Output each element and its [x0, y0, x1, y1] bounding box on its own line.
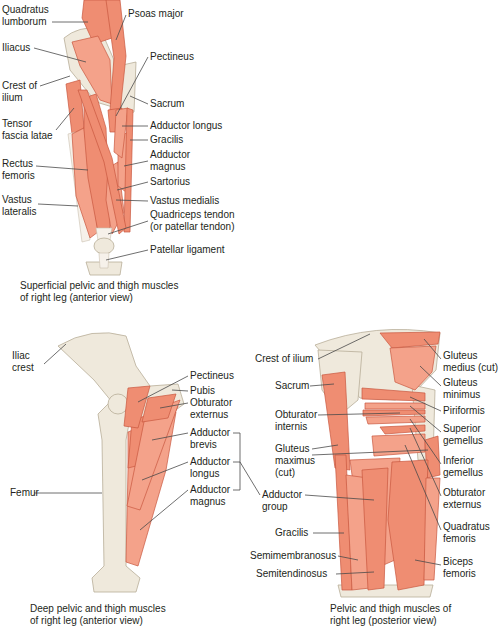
- muscle-label: Femur: [10, 487, 60, 499]
- muscle-label: Sacrum: [150, 98, 230, 110]
- muscle-label: Obturator externus: [443, 487, 500, 511]
- muscle-label: Semitendinosus: [256, 568, 346, 580]
- muscle-label: Rectus femoris: [2, 158, 47, 182]
- muscle-label: Vastus medialis: [150, 195, 250, 207]
- muscle-label: Psoas major: [128, 8, 198, 20]
- muscle-label: Adductor longus: [150, 120, 250, 132]
- muscle-label: Obturator internis: [275, 409, 325, 433]
- psoas-muscle: [106, 0, 126, 112]
- leader-lines: [305, 334, 441, 574]
- obturator-externus-muscle: [380, 425, 425, 434]
- muscle-label: Sacrum: [275, 380, 325, 392]
- muscle-label: Adductor magnus: [150, 149, 200, 173]
- piriformis-muscle: [362, 388, 425, 401]
- semitendinosus-muscle: [362, 468, 388, 590]
- muscle-label: Iliacus: [2, 42, 52, 54]
- muscle-label: Adductor magnus: [190, 484, 238, 508]
- muscle-label: Adductor brevis: [190, 427, 238, 451]
- muscle-label: Tensor fascia latae: [2, 118, 57, 142]
- panel-caption: Deep pelvic and thigh muscles of right l…: [30, 603, 172, 627]
- panel-caption: Pelvic and thigh muscles of right leg (p…: [330, 603, 462, 627]
- quadratus-femoris-muscle: [372, 434, 425, 456]
- muscle-label: Pectineus: [190, 370, 250, 382]
- muscle-label: Semimembranosus: [250, 550, 342, 562]
- muscle-label: Gracilis: [150, 134, 230, 146]
- muscle-label: Biceps femoris: [443, 556, 500, 580]
- patellar-ligament: [99, 253, 109, 268]
- muscle-label: Quadriceps tendon (or patellar tendon): [150, 209, 245, 233]
- muscle-label: Gluteus minimus: [443, 377, 500, 401]
- muscle-label: Inferior gemellus: [443, 455, 500, 479]
- muscle-label: Piriformis: [443, 405, 500, 417]
- muscle-label: Crest of ilium: [255, 353, 325, 365]
- patella-bone: [94, 238, 114, 254]
- muscle-label: Adductor longus: [190, 456, 238, 480]
- muscle-label: Gluteus maximus (cut): [275, 443, 320, 479]
- muscle-label: Quadratus lumborum: [2, 4, 57, 28]
- muscle-label: Iliac crest: [12, 350, 48, 374]
- tensor-muscle: [66, 80, 84, 134]
- panel-caption: Superficial pelvic and thigh muscles of …: [20, 280, 185, 304]
- muscle-label: Pubis: [190, 385, 250, 397]
- femoral-head: [108, 394, 128, 414]
- superior-gemellus-muscle: [365, 403, 425, 409]
- muscle-label: Gluteus medius (cut): [443, 350, 500, 374]
- adductor-bracket: [233, 433, 260, 495]
- gluteus-minimus-muscle: [390, 346, 436, 390]
- muscle-label: Quadratus femoris: [443, 521, 500, 545]
- obturator-externus-muscle: [142, 394, 176, 422]
- muscle-label: Patellar ligament: [150, 244, 250, 256]
- biceps-femoris-muscle: [388, 460, 428, 590]
- muscle-label: Superior gemellus: [443, 423, 500, 447]
- muscle-label: Gracilis: [275, 527, 325, 539]
- muscle-label: Sartorius: [150, 176, 230, 188]
- leader-lines: [34, 344, 188, 530]
- muscle-label: Adductor group: [262, 489, 307, 513]
- muscle-label: Crest of ilium: [2, 80, 47, 104]
- inferior-gemellus-muscle: [366, 416, 425, 424]
- gluteus-medius-muscle: [380, 332, 440, 348]
- muscle-label: Obturator externus: [190, 397, 238, 421]
- muscle-label: Pectineus: [150, 51, 230, 63]
- muscle-label: Vastus lateralis: [2, 194, 47, 218]
- gracilis-muscle: [124, 108, 133, 232]
